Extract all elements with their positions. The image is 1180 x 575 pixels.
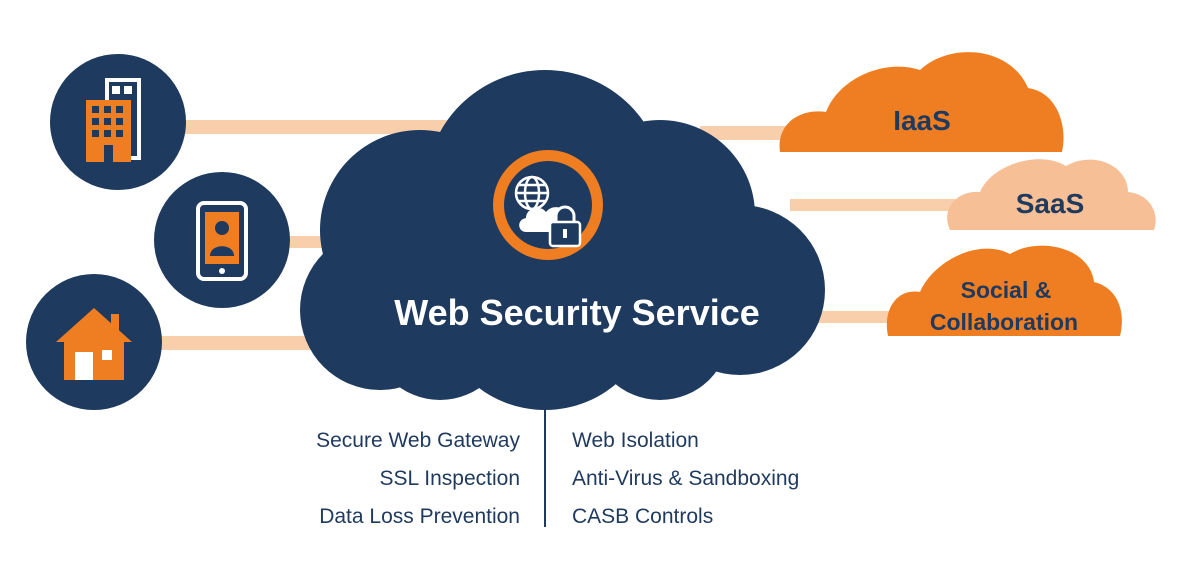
feature-secure-web-gateway: Secure Web Gateway <box>316 429 520 452</box>
endpoint-phone <box>154 172 290 308</box>
features-left-list: Secure Web Gateway SSL Inspection Data L… <box>230 422 520 536</box>
iaas-cloud <box>779 52 1064 152</box>
saas-cloud <box>947 159 1156 230</box>
iaas-label: IaaS <box>893 105 951 136</box>
feature-casb-controls: CASB Controls <box>572 505 714 528</box>
house-icon <box>56 308 132 380</box>
connector-building <box>185 120 465 134</box>
features-right-list: Web Isolation Anti-Virus & Sandboxing CA… <box>572 422 902 536</box>
connector-saas <box>790 199 990 211</box>
feature-web-isolation: Web Isolation <box>572 429 699 452</box>
endpoint-building <box>50 54 186 190</box>
social-label-line2: Collaboration <box>930 309 1078 335</box>
feature-anti-virus-sandboxing: Anti-Virus & Sandboxing <box>572 467 800 490</box>
lock-icon <box>548 205 582 248</box>
smartphone-user-icon <box>196 201 248 281</box>
features-divider <box>544 405 546 527</box>
globe-cloud-lock-icon <box>493 150 603 260</box>
feature-data-loss-prevention: Data Loss Prevention <box>319 505 520 528</box>
social-cloud <box>886 245 1122 336</box>
center-title: Web Security Service <box>394 292 760 333</box>
saas-label: SaaS <box>1016 188 1085 219</box>
feature-ssl-inspection: SSL Inspection <box>379 467 520 490</box>
endpoint-house <box>26 274 162 410</box>
building-icon <box>86 78 141 162</box>
social-label-line1: Social & <box>961 277 1052 303</box>
